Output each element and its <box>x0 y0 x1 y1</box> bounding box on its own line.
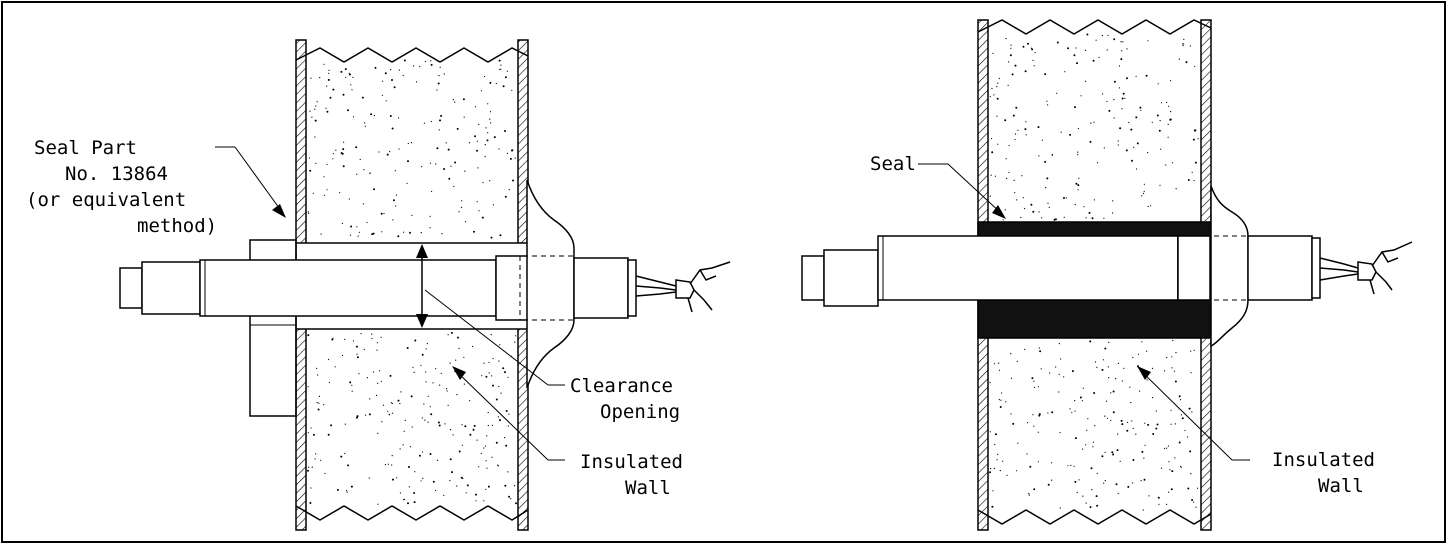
left-sensor-tip <box>119 267 143 309</box>
left-leaders <box>215 146 565 461</box>
left-wall-break-top <box>295 47 529 63</box>
left-sensor-shaft <box>199 259 497 317</box>
right-sensor-flange <box>1210 185 1249 348</box>
left-wall-insulation-stipple <box>307 59 517 505</box>
left-sensor-flange <box>526 179 575 389</box>
right-leaders <box>918 163 1250 461</box>
left-sensor <box>119 179 731 389</box>
left-wall-break-bottom <box>295 505 529 521</box>
left-wall-label: Insulated Wall <box>580 451 694 499</box>
right-sensor <box>801 185 1413 348</box>
right-wall-label: Insulated Wall <box>1272 449 1386 497</box>
right-diagram: Seal Insulated Wall <box>801 19 1413 531</box>
right-sensor-shaft <box>877 235 1179 301</box>
left-clearance-dimension <box>416 244 428 328</box>
right-seal-label: Seal <box>870 153 916 175</box>
left-seal-label: Seal Part No. 13864 (or equivalent metho… <box>26 137 217 237</box>
right-wall-insulation-stipple <box>989 33 1199 511</box>
right-sensor-tip <box>801 255 825 301</box>
left-seal-block <box>249 239 297 417</box>
left-clearance-label: Clearance Opening <box>570 375 684 423</box>
left-diagram: Seal Part No. 13864 (or equivalent metho… <box>26 39 731 531</box>
right-wall-break-top <box>977 19 1212 35</box>
right-wall-break-bottom <box>977 509 1212 525</box>
